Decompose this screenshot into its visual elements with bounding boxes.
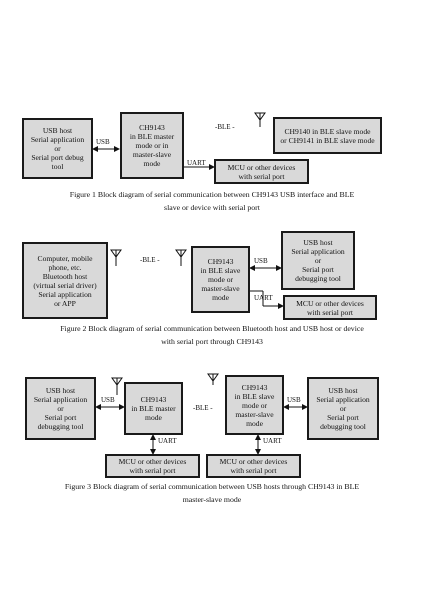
fig2-usb-host-text: USB host Serial application or Serial po… [291,238,345,283]
fig1-mcu-box: MCU or other devices with serial port [214,159,309,184]
fig3-ch9143-slave-box: CH9143 in BLE slave mode or master-slave… [225,375,284,435]
fig2-slave-antenna-icon [175,249,187,266]
fig3-mcu-right-box: MCU or other devices with serial port [206,454,301,478]
fig3-usb-right-label: USB [287,396,301,404]
fig3-uart-left-label: UART [158,437,177,445]
fig3-master-antenna-icon [111,377,123,395]
fig3-mcu-left-box: MCU or other devices with serial port [105,454,200,478]
fig1-mcu-text: MCU or other devices with serial port [227,162,296,181]
fig3-ch9143-master-text: CH9143 in BLE master mode [131,395,176,422]
fig1-usb-host-text: USB host Serial application or Serial po… [30,126,85,171]
fig3-usb-host-right-box: USB host Serial application or Serial po… [307,377,379,440]
fig2-host-antenna-icon [110,249,122,266]
fig2-uart-label: UART [254,294,273,302]
fig1-caption: Figure 1 Block diagram of serial communi… [69,190,355,212]
fig1-ble-slave-text: CH9140 in BLE slave mode or CH9141 in BL… [280,126,375,145]
fig3-caption: Figure 3 Block diagram of serial communi… [64,482,360,504]
fig2-caption: Figure 2 Block diagram of serial communi… [60,324,364,346]
fig2-usb-host-box: USB host Serial application or Serial po… [281,231,355,290]
fig3-mcu-left-text: MCU or other devices with serial port [118,457,187,475]
fig1-ch9143-master-text: CH9143 in BLE master mode or in master-s… [129,123,175,168]
fig1-slave-antenna-icon [254,112,266,127]
fig1-ble-label: -BLE - [215,123,235,131]
fig2-ch9143-slave-text: CH9143 in BLE slave mode or master-slave… [200,257,241,302]
fig2-mcu-box: MCU or other devices with serial port [283,295,377,320]
fig2-usb-label: USB [254,257,268,265]
fig3-ble-label: -BLE - [193,404,213,412]
fig1-ble-slave-box: CH9140 in BLE slave mode or CH9141 in BL… [273,117,382,154]
fig3-usb-host-left-box: USB host Serial application or Serial po… [25,377,96,440]
fig3-mcu-right-text: MCU or other devices with serial port [219,457,288,475]
fig2-ble-label: -BLE - [140,256,160,264]
fig1-ch9143-master-box: CH9143 in BLE master mode or in master-s… [120,112,184,179]
fig3-usb-host-left-text: USB host Serial application or Serial po… [33,386,88,431]
fig2-ch9143-slave-box: CH9143 in BLE slave mode or master-slave… [191,246,250,313]
fig3-usb-left-label: USB [101,396,115,404]
fig1-usb-label: USB [96,138,110,146]
fig1-usb-host-box: USB host Serial application or Serial po… [22,118,93,179]
fig2-bluetooth-host-box: Computer, mobile phone, etc. Bluetooth h… [22,242,108,319]
fig3-uart-right-label: UART [263,437,282,445]
fig3-usb-host-right-text: USB host Serial application or Serial po… [316,386,370,431]
fig2-bluetooth-host-text: Computer, mobile phone, etc. Bluetooth h… [33,253,97,308]
fig3-ch9143-slave-text: CH9143 in BLE slave mode or master-slave… [234,382,275,428]
fig2-mcu-text: MCU or other devices with serial port [296,298,364,317]
fig3-slave-antenna-icon [207,373,219,385]
fig3-ch9143-master-box: CH9143 in BLE master mode [124,382,183,435]
fig1-uart-label: UART [187,159,206,167]
